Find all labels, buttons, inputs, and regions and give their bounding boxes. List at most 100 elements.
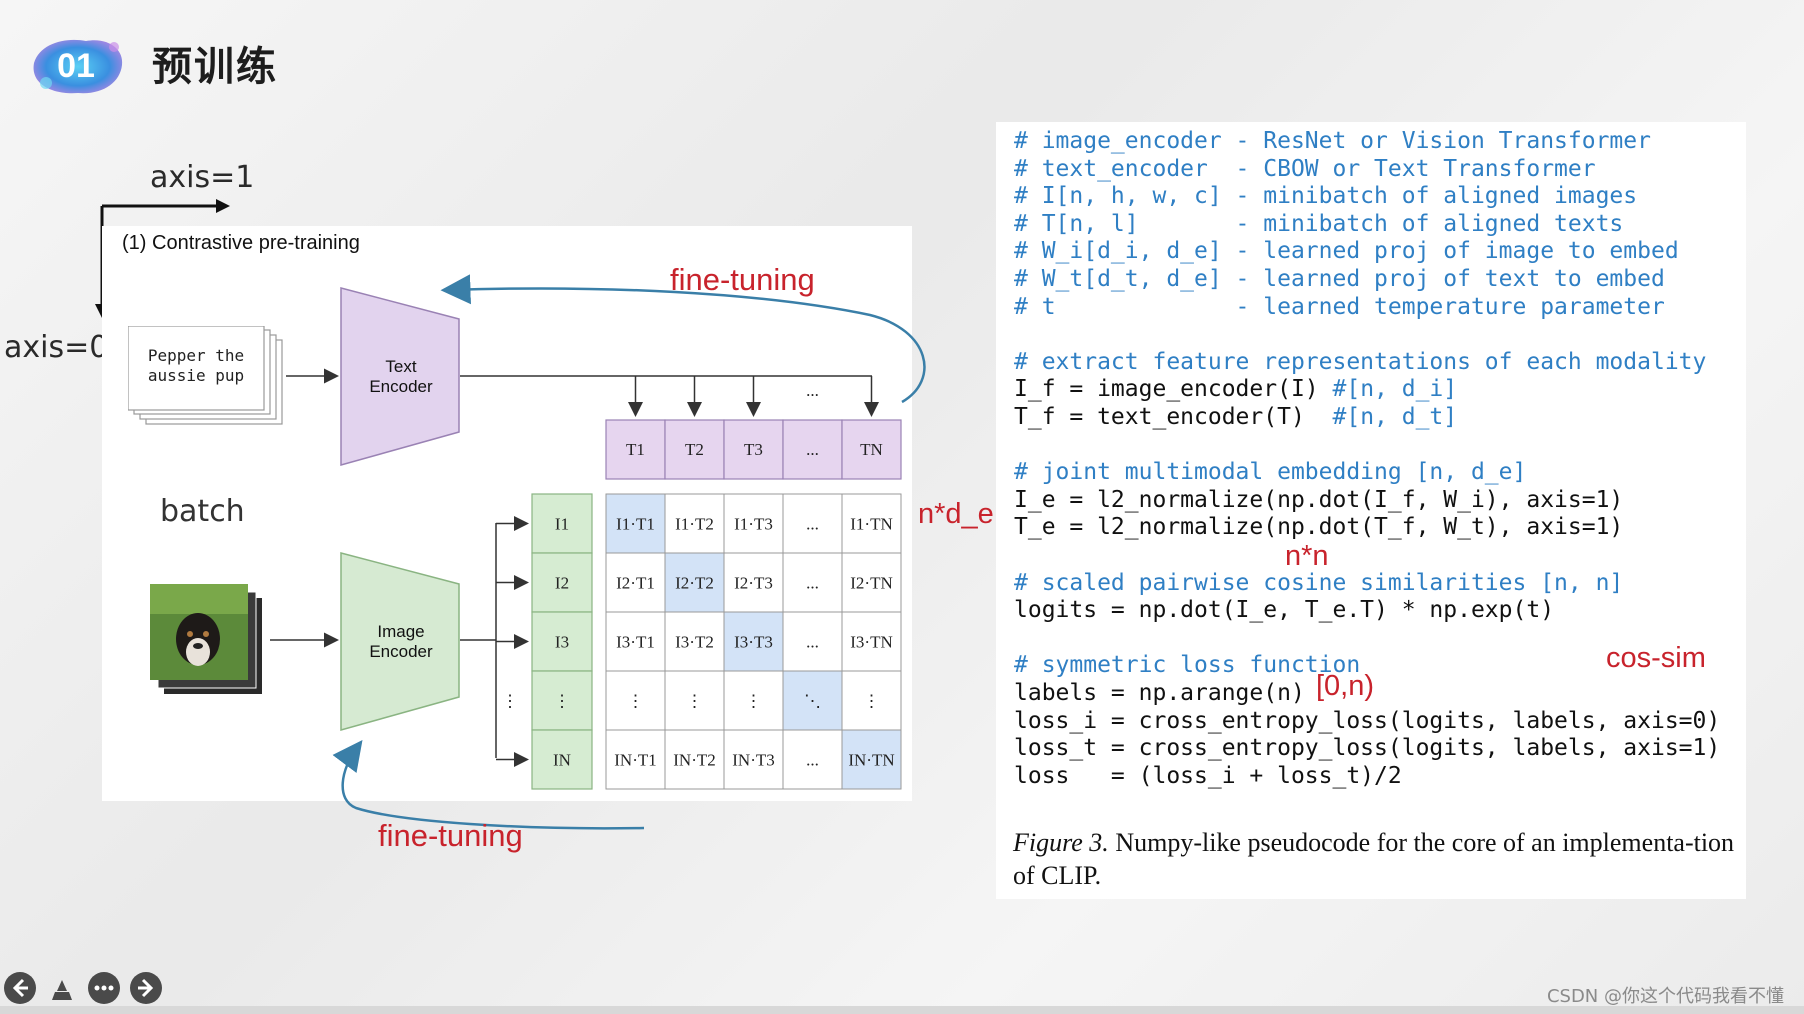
similarity-cell-label: ...: [806, 515, 819, 534]
forward-icon: [138, 978, 154, 998]
similarity-cell: [723, 611, 784, 672]
code-line: # t - learned temperature parameter: [1014, 294, 1665, 322]
code-comment: # scaled pairwise cosine similarities [n…: [1014, 569, 1624, 596]
similarity-cell: [841, 552, 902, 613]
code-comment: # image_encoder - ResNet or Vision Trans…: [1014, 128, 1651, 154]
code-line: # W_t[d_t, d_e] - learned proj of text t…: [1014, 266, 1665, 294]
back-button[interactable]: [4, 972, 36, 1004]
code-line: # joint multimodal embedding [n, d_e]: [1014, 459, 1526, 487]
similarity-cell: [782, 729, 843, 790]
similarity-cell: [841, 611, 902, 672]
code-comment: # I[n, h, w, c] - minibatch of aligned i…: [1014, 183, 1638, 210]
text-token-cell: [841, 419, 902, 480]
code-line: logits = np.dot(I_e, T_e.T) * np.exp(t): [1014, 597, 1554, 625]
similarity-cell: [664, 493, 725, 554]
code-comment: # t - learned temperature parameter: [1014, 293, 1665, 320]
similarity-cell-label: I1·T3: [734, 515, 773, 534]
code-line: loss = (loss_i + loss_t)/2: [1014, 763, 1402, 791]
code-line: I_f = image_encoder(I) #[n, d_i]: [1014, 376, 1457, 404]
similarity-cell-label: ⋮: [686, 692, 703, 711]
similarity-cell: [841, 670, 902, 731]
fine-tuning-bottom-label: fine-tuning: [378, 818, 523, 853]
more-button[interactable]: [88, 972, 120, 1004]
similarity-cell-label: I2·T2: [675, 574, 714, 593]
image-encoder-line-1: Image: [377, 622, 425, 641]
code-line: # symmetric loss function: [1014, 652, 1360, 680]
image-token-label: I1: [555, 515, 569, 534]
axis0-label: axis=0: [4, 330, 109, 365]
text-token-cell: [782, 419, 843, 480]
figure-caption-label: Figure 3.: [1013, 828, 1109, 857]
text-encoder: [340, 287, 460, 466]
similarity-cell-label: I2·T3: [734, 574, 773, 593]
code-line: labels = np.arange(n): [1014, 680, 1305, 708]
image-encoder: [340, 552, 460, 731]
code-text: T_f = text_encoder(T): [1014, 404, 1333, 430]
similarity-cell-label: IN·T3: [732, 751, 774, 770]
forward-button[interactable]: [130, 972, 162, 1004]
text-input-stack: [128, 326, 283, 425]
code-line: I_e = l2_normalize(np.dot(I_f, W_i), axi…: [1014, 487, 1623, 515]
image-token-label: I2: [555, 574, 569, 593]
section-badge-number: 01: [57, 47, 95, 85]
similarity-cell-label: I3·T3: [734, 633, 773, 652]
fine-tuning-top-label: fine-tuning: [670, 262, 815, 297]
similarity-cell-label: ⋮: [863, 692, 880, 711]
text-encoder-line-2: Encoder: [369, 377, 433, 396]
similarity-cell: [605, 729, 666, 790]
similarity-cell-label: IN·TN: [848, 751, 894, 770]
figure-heading: (1) Contrastive pre-training: [122, 232, 360, 254]
similarity-cell: [664, 670, 725, 731]
back-icon: [12, 978, 28, 998]
code-line: T_f = text_encoder(T) #[n, d_t]: [1014, 404, 1457, 432]
matrix-size-note: n*n: [1285, 540, 1329, 572]
code-text: loss = (loss_i + loss_t)/2: [1014, 762, 1402, 789]
labels-range-note: [0,n): [1316, 670, 1375, 702]
code-text: I_f = image_encoder(I): [1014, 376, 1333, 403]
similarity-cell-label: ⋮: [627, 692, 644, 711]
home-icon: [52, 980, 72, 1000]
similarity-cell-label: I3·TN: [850, 633, 892, 652]
similarity-cell-label: IN·T1: [614, 751, 656, 770]
code-comment: # W_i[d_i, d_e] - learned proj of image …: [1014, 238, 1679, 265]
image-input-stack: [150, 584, 262, 694]
image-token-vdots: ⋮: [502, 692, 519, 711]
image-token-cell: [531, 493, 593, 554]
embedding-dim-note: n*d_e: [918, 498, 994, 530]
code-line: # extract feature representations of eac…: [1014, 349, 1706, 377]
similarity-cell: [664, 729, 725, 790]
text-token-cell: [723, 419, 784, 480]
code-text: logits = np.dot(I_e, T_e.T) * np.exp(t): [1014, 597, 1555, 624]
similarity-cell: [782, 670, 843, 731]
image-encoder-label: Image Encoder: [356, 622, 446, 662]
code-text: I_e = l2_normalize(np.dot(I_f, W_i), axi…: [1014, 486, 1624, 513]
code-comment: # T[n, l] - minibatch of aligned texts: [1014, 210, 1624, 237]
code-comment: # symmetric loss function: [1014, 652, 1361, 679]
image-encoder-line-2: Encoder: [369, 642, 433, 661]
similarity-cell-label: I2·TN: [850, 574, 892, 593]
similarity-cell: [841, 493, 902, 554]
similarity-cell: [723, 552, 784, 613]
home-button[interactable]: [46, 972, 78, 1004]
image-token-label: ⋮: [554, 692, 571, 711]
code-line: loss_i = cross_entropy_loss(logits, labe…: [1014, 708, 1720, 736]
similarity-cell-label: ...: [806, 574, 819, 593]
similarity-cell-label: ...: [806, 751, 819, 770]
code-comment: #[n, d_i]: [1332, 376, 1458, 403]
code-line: # I[n, h, w, c] - minibatch of aligned i…: [1014, 183, 1637, 211]
text-token-label: T1: [626, 440, 645, 459]
more-icon: [94, 985, 114, 991]
image-token-label: IN: [553, 751, 571, 770]
text-encoder-line-1: Text: [385, 357, 417, 376]
code-line: # W_i[d_i, d_e] - learned proj of image …: [1014, 238, 1679, 266]
similarity-cell: [841, 729, 902, 790]
slide-title: 预训练: [152, 44, 278, 90]
image-token-cell: [531, 729, 593, 790]
code-comment: # text_encoder - CBOW or Text Transforme…: [1014, 155, 1596, 182]
text-token-cell: [605, 419, 666, 480]
code-line: T_e = l2_normalize(np.dot(T_f, W_t), axi…: [1014, 514, 1623, 542]
text-token-label: T2: [685, 440, 704, 459]
code-comment: #[n, d_t]: [1332, 404, 1458, 430]
similarity-cell-label: I1·TN: [850, 515, 892, 534]
